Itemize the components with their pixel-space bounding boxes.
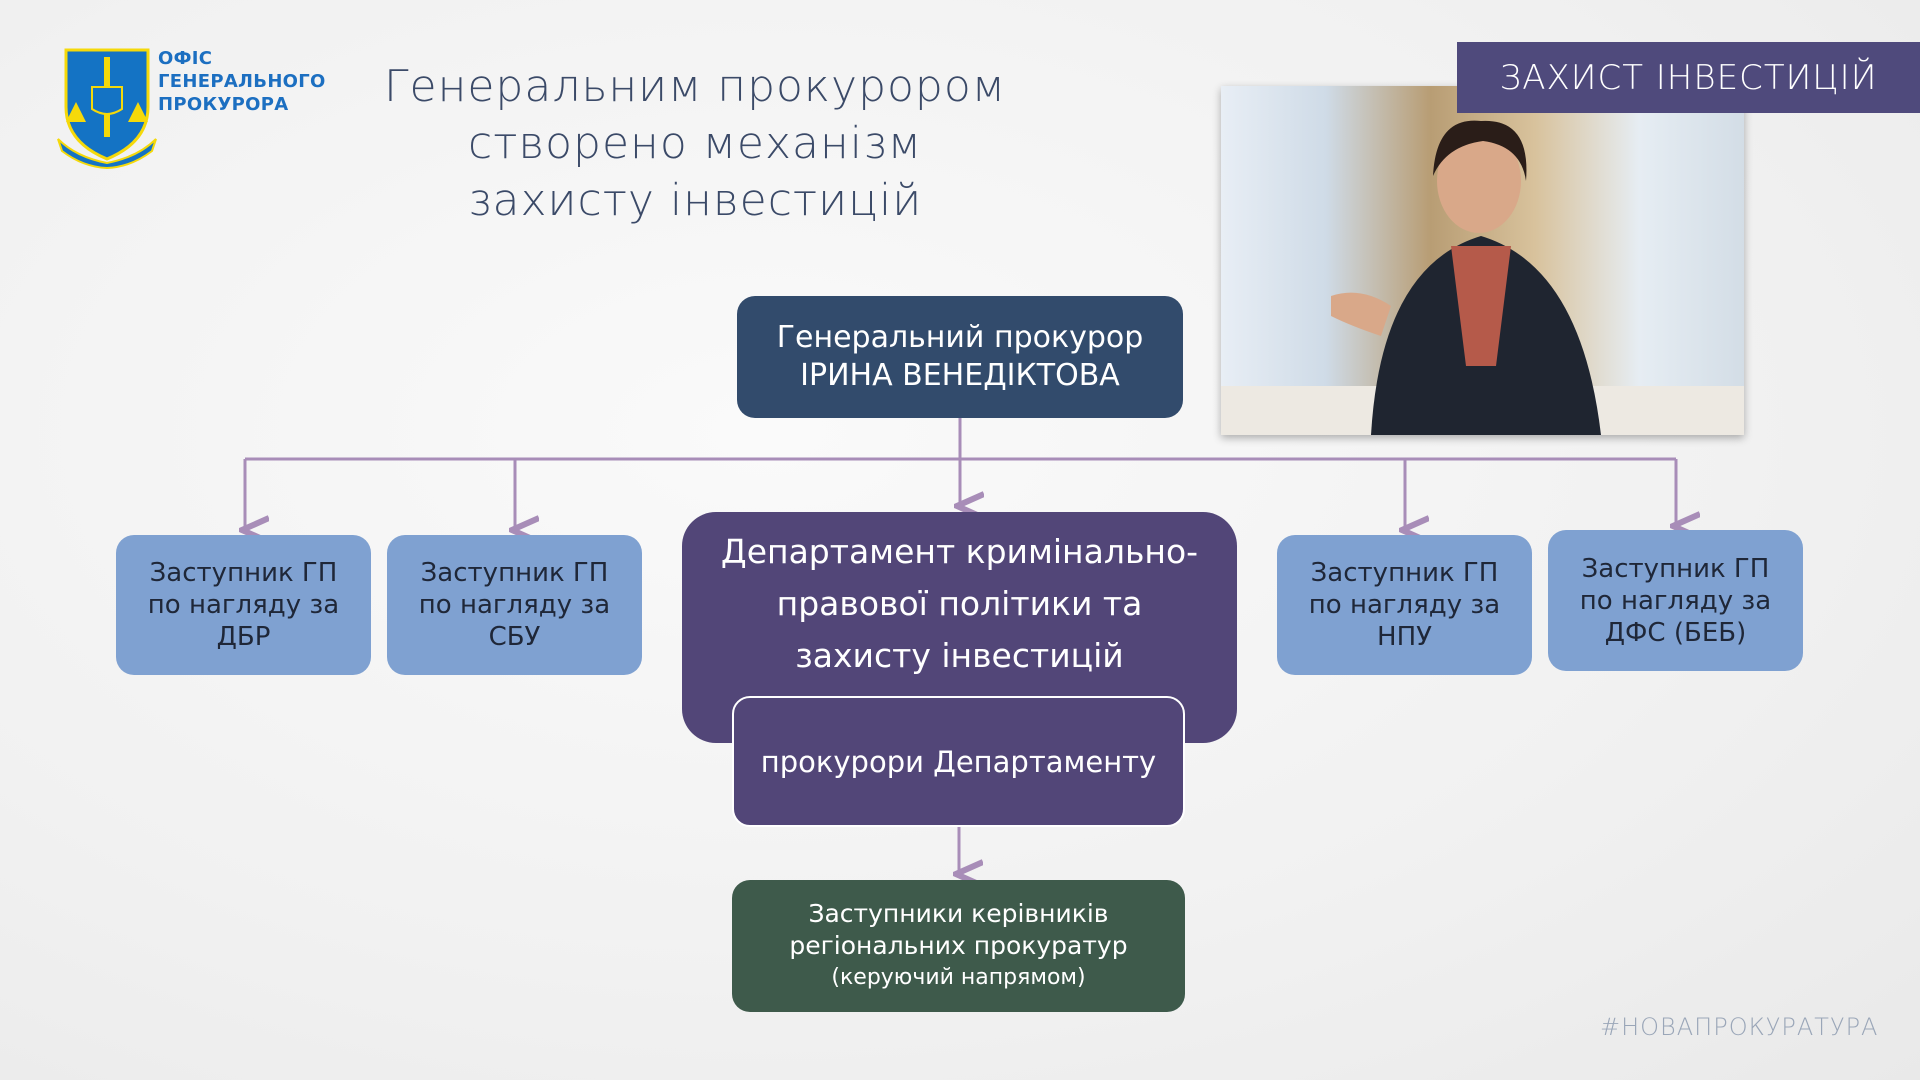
slide-title: Генеральним прокурором створено механізм…: [345, 58, 1045, 229]
title-line: створено механізм: [468, 118, 922, 169]
box-line: регіональних прокуратур: [789, 931, 1128, 960]
box-line: ДФС (БЕБ): [1604, 617, 1747, 648]
box-line: ДБР: [216, 622, 271, 652]
office-name-line: ГЕНЕРАЛЬНОГО: [158, 71, 326, 92]
photo-illustration: [1221, 120, 1744, 435]
hashtag: #НОВАПРОКУРАТУРА: [1600, 1013, 1879, 1041]
prosecutor-photo: [1221, 86, 1744, 435]
office-name-line: ОФІС: [158, 48, 213, 69]
box-line: Заступник ГП: [149, 558, 338, 588]
section-badge: ЗАХИСТ ІНВЕСТИЦІЙ: [1457, 42, 1920, 113]
box-line: по нагляду за: [147, 590, 340, 620]
box-line: НПУ: [1377, 622, 1432, 652]
box-line: Заступник ГП: [1581, 553, 1770, 584]
office-name: ОФІС ГЕНЕРАЛЬНОГО ПРОКУРОРА: [158, 47, 326, 116]
box-line: СБУ: [488, 622, 541, 652]
box-line: (керуючий напрямом): [831, 965, 1086, 990]
box-line: по нагляду за: [1308, 590, 1501, 620]
prosecutor-emblem-logo: [57, 48, 157, 169]
title-line: захисту інвестицій: [467, 175, 923, 226]
department-prosecutors-box: прокурори Департаменту: [732, 696, 1185, 827]
title-line: Генеральним прокурором: [384, 61, 1006, 112]
box-line: Заступник ГП: [420, 558, 609, 588]
box-line: по нагляду за: [1579, 585, 1772, 616]
box-line: Генеральний прокурор: [776, 320, 1144, 355]
box-line: ІРИНА ВЕНЕДІКТОВА: [800, 358, 1120, 393]
box-line: по нагляду за: [418, 590, 611, 620]
box-line: Заступник ГП: [1310, 558, 1499, 588]
department-title: Департамент кримінально-правової політик…: [720, 532, 1199, 675]
office-name-line: ПРОКУРОРА: [158, 94, 289, 115]
box-line: Заступники керівників: [808, 899, 1109, 928]
regional-deputies-box: Заступники керівників регіональних проку…: [732, 880, 1185, 1012]
